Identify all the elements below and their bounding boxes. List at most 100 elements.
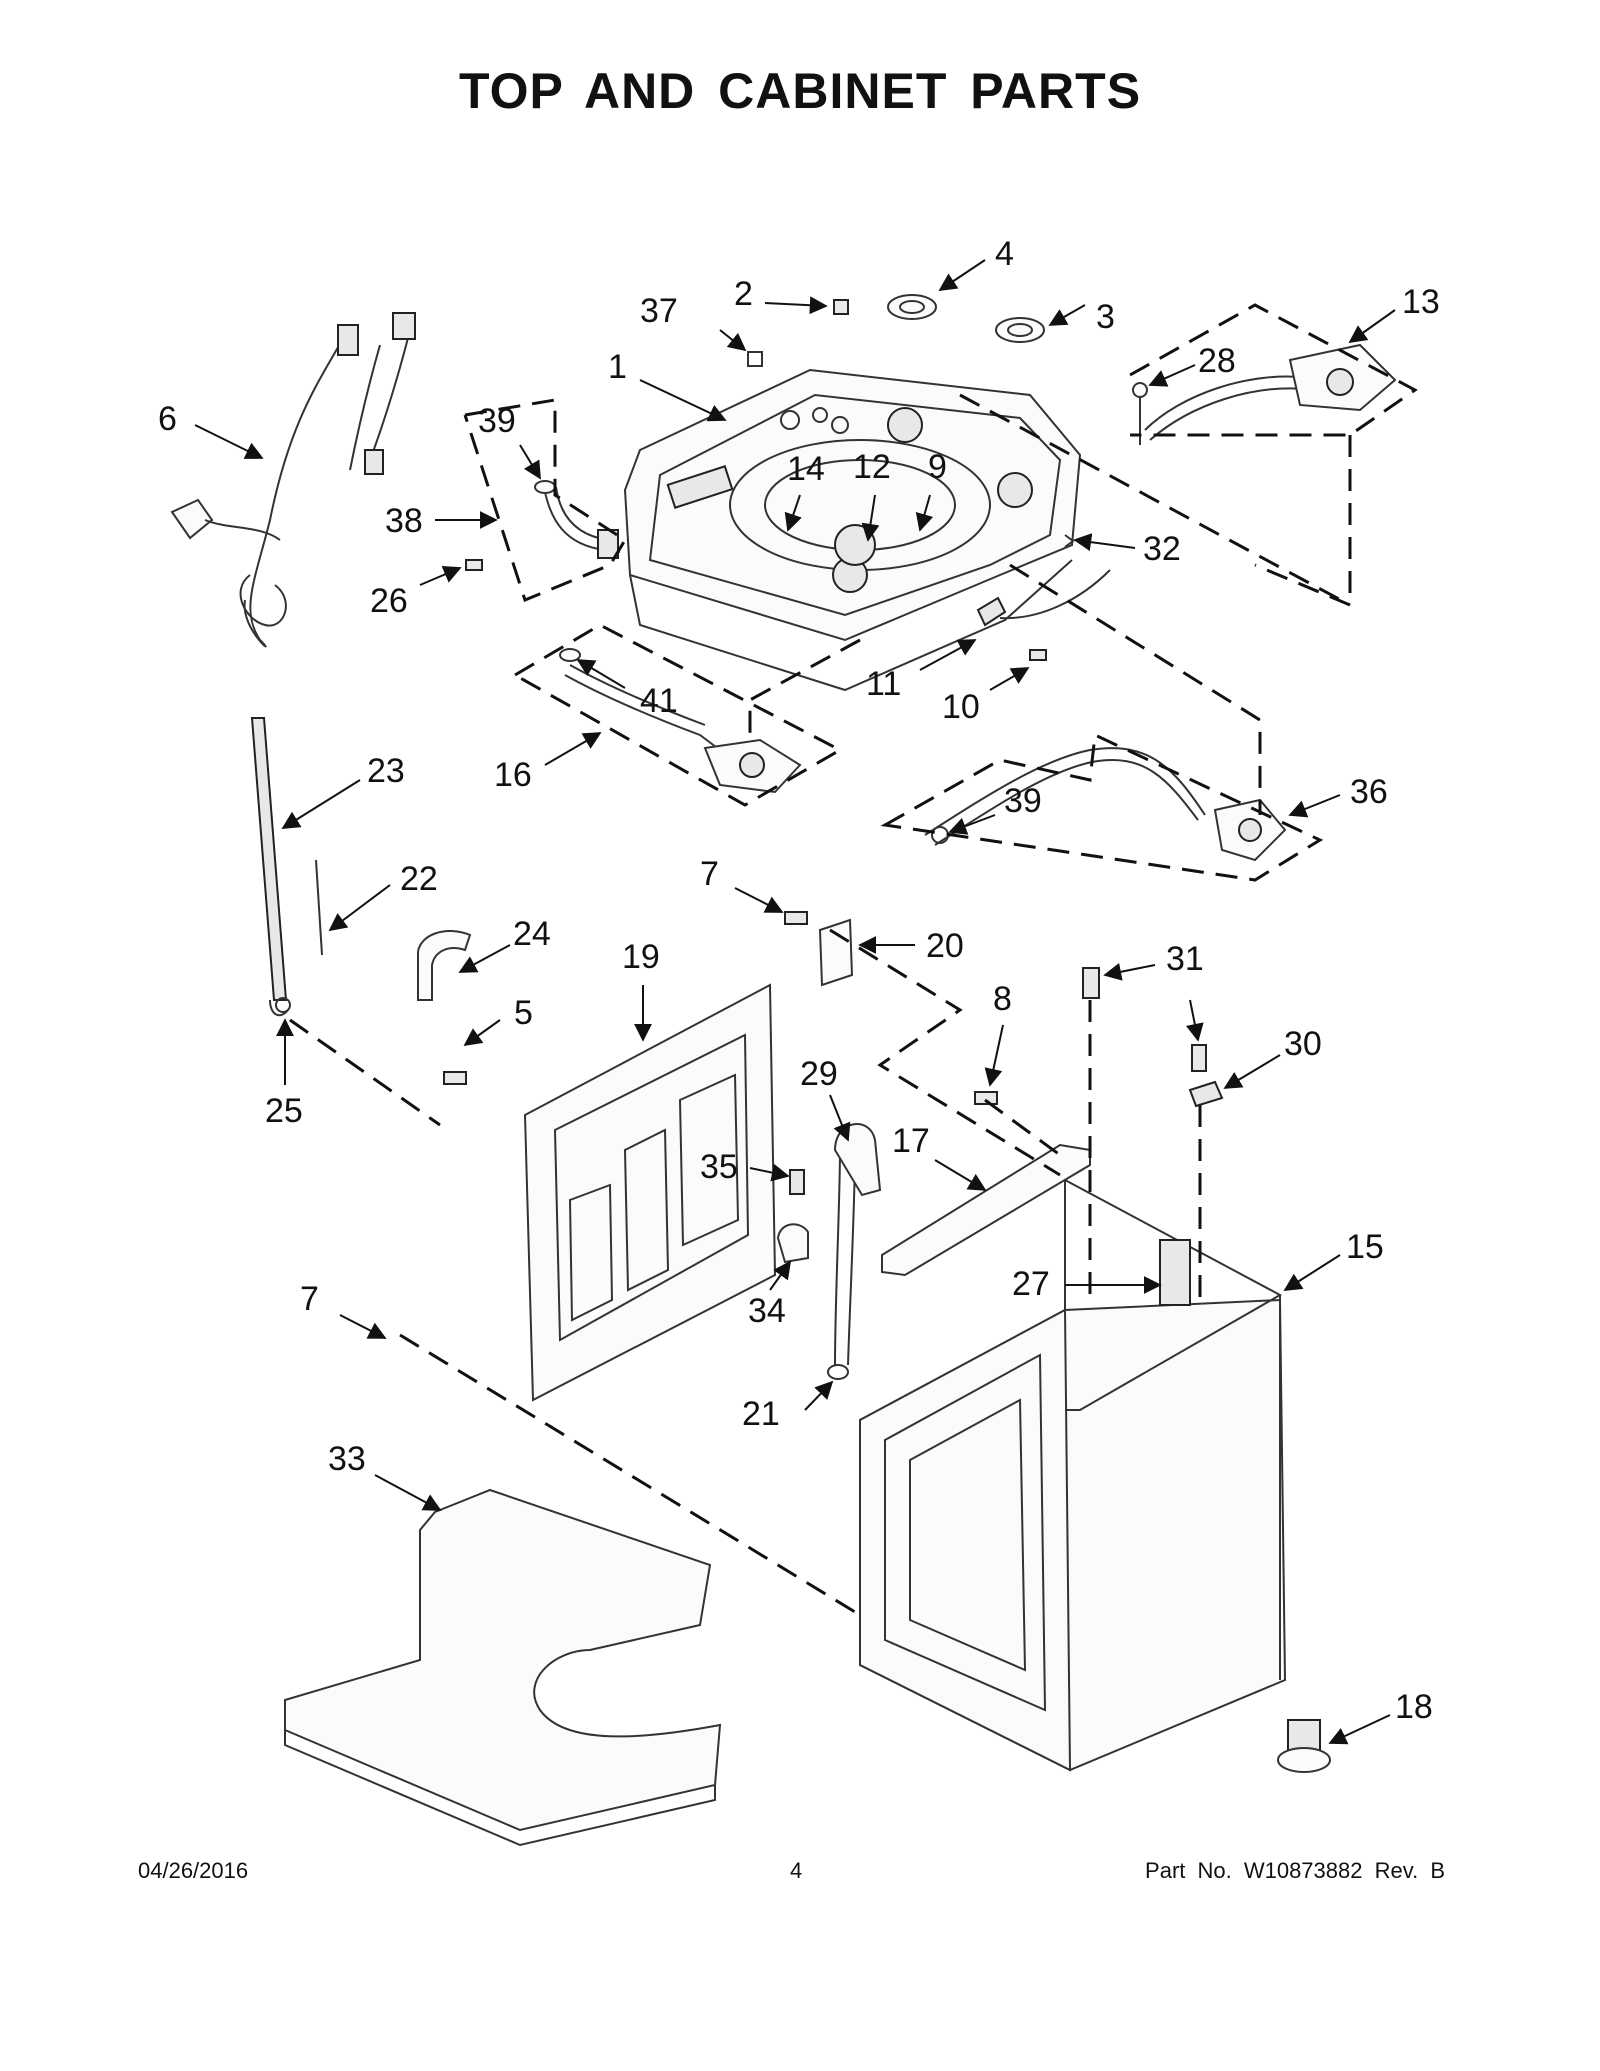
callout-3: 3 xyxy=(1096,298,1115,336)
callout-15: 15 xyxy=(1346,1228,1384,1266)
callout-19: 19 xyxy=(622,938,660,976)
rail-17 xyxy=(881,1143,1091,1277)
screw-35 xyxy=(789,1169,805,1195)
footer-date: 04/26/2016 xyxy=(138,1858,249,1883)
callout-7b: 7 xyxy=(300,1280,319,1318)
footer-page-number: 4 xyxy=(790,1858,803,1883)
leader-3 xyxy=(1048,304,1086,326)
callout-41: 41 xyxy=(640,682,678,720)
grommet-part-3 xyxy=(995,317,1045,343)
leader-39a xyxy=(519,444,541,480)
elbow-24 xyxy=(417,930,472,1001)
leader-34 xyxy=(769,1260,792,1291)
leader-17 xyxy=(934,1159,987,1191)
callout-29: 29 xyxy=(800,1055,838,1093)
label-part xyxy=(747,351,763,367)
drain-hose-29 xyxy=(833,1123,882,1366)
hose-assembly-13 xyxy=(1132,343,1397,445)
spring-32 xyxy=(1064,534,1075,548)
bracket-20 xyxy=(818,918,854,987)
leader-31b xyxy=(1185,999,1204,1042)
callout-39a: 39 xyxy=(478,402,516,440)
leader-1 xyxy=(639,379,727,422)
callout-33: 33 xyxy=(328,1440,366,1478)
footer-part-number: Part No. W10873882 Rev. B xyxy=(1145,1858,1445,1883)
leader-36 xyxy=(1288,794,1341,818)
callout-2: 2 xyxy=(734,275,753,313)
leader-8 xyxy=(984,1024,1004,1087)
leader-28 xyxy=(1148,364,1196,387)
leader-7b xyxy=(339,1314,387,1339)
leader-23 xyxy=(281,779,361,829)
leveling-leg-18 xyxy=(1277,1719,1331,1773)
strap-22 xyxy=(315,859,323,956)
clip-part xyxy=(833,299,849,315)
leader-12 xyxy=(861,494,880,542)
callout-37: 37 xyxy=(640,292,678,330)
leader-10 xyxy=(989,667,1030,691)
callout-36: 36 xyxy=(1350,773,1388,811)
leader-41 xyxy=(576,659,626,689)
callout-11: 11 xyxy=(866,665,901,703)
screw-31-lower xyxy=(1191,1044,1207,1072)
callout-1: 1 xyxy=(608,348,627,386)
leader-7a xyxy=(734,887,784,913)
hose-38 xyxy=(534,480,621,559)
leader-6 xyxy=(194,424,264,459)
leader-2 xyxy=(764,296,828,315)
washer-top xyxy=(623,368,1082,692)
leader-18 xyxy=(1328,1714,1391,1745)
screw-26 xyxy=(465,559,483,571)
callout-7a: 7 xyxy=(700,855,719,893)
callout-34: 34 xyxy=(748,1292,786,1330)
screw-8 xyxy=(974,1091,998,1105)
leader-22 xyxy=(328,884,391,932)
callout-4: 4 xyxy=(995,235,1014,273)
leader-11 xyxy=(919,639,977,671)
callout-13: 13 xyxy=(1402,283,1440,321)
callout-10: 10 xyxy=(942,688,980,726)
screw-10 xyxy=(1029,649,1047,661)
group-outline-38 xyxy=(463,398,628,603)
leader-5 xyxy=(463,1019,501,1047)
rear-panel-19 xyxy=(523,983,777,1402)
screw-31 xyxy=(1082,967,1100,999)
leader-9 xyxy=(915,494,934,532)
callout-14: 14 xyxy=(787,450,825,488)
leader-4 xyxy=(938,259,986,291)
wire-harness xyxy=(170,312,416,648)
callout-17: 17 xyxy=(892,1122,930,1160)
leader-33 xyxy=(374,1474,442,1511)
leader-37 xyxy=(719,329,747,352)
cord-23 xyxy=(250,717,289,1017)
cabinet-15 xyxy=(859,1179,1287,1772)
callout-8: 8 xyxy=(993,980,1012,1018)
callout-23: 23 xyxy=(367,752,405,790)
dash-connectors xyxy=(289,393,1351,1617)
callout-39b: 39 xyxy=(1004,782,1042,820)
leader-31 xyxy=(1103,962,1156,981)
grommet-part-4 xyxy=(887,294,937,320)
leader-29 xyxy=(829,1094,851,1142)
callout-12: 12 xyxy=(853,448,891,486)
callout-6: 6 xyxy=(158,400,177,438)
screw-5 xyxy=(443,1071,467,1085)
hose-assembly-36 xyxy=(924,747,1287,862)
callout-25: 25 xyxy=(265,1092,303,1130)
leader-24 xyxy=(458,944,511,973)
leader-13 xyxy=(1348,309,1396,344)
clip-30 xyxy=(1188,1080,1224,1108)
callout-16: 16 xyxy=(494,756,532,794)
leader-30 xyxy=(1223,1054,1281,1089)
leader-35 xyxy=(749,1163,790,1182)
callout-26: 26 xyxy=(370,582,408,620)
clamp-21 xyxy=(827,1364,849,1380)
callout-38: 38 xyxy=(385,502,423,540)
callout-30: 30 xyxy=(1284,1025,1322,1063)
leader-21 xyxy=(804,1380,834,1411)
leader-32 xyxy=(1073,533,1136,552)
callout-27: 27 xyxy=(1012,1265,1050,1303)
clamp-25 xyxy=(275,997,291,1013)
callout-35: 35 xyxy=(700,1148,738,1186)
callout-22: 22 xyxy=(400,860,438,898)
